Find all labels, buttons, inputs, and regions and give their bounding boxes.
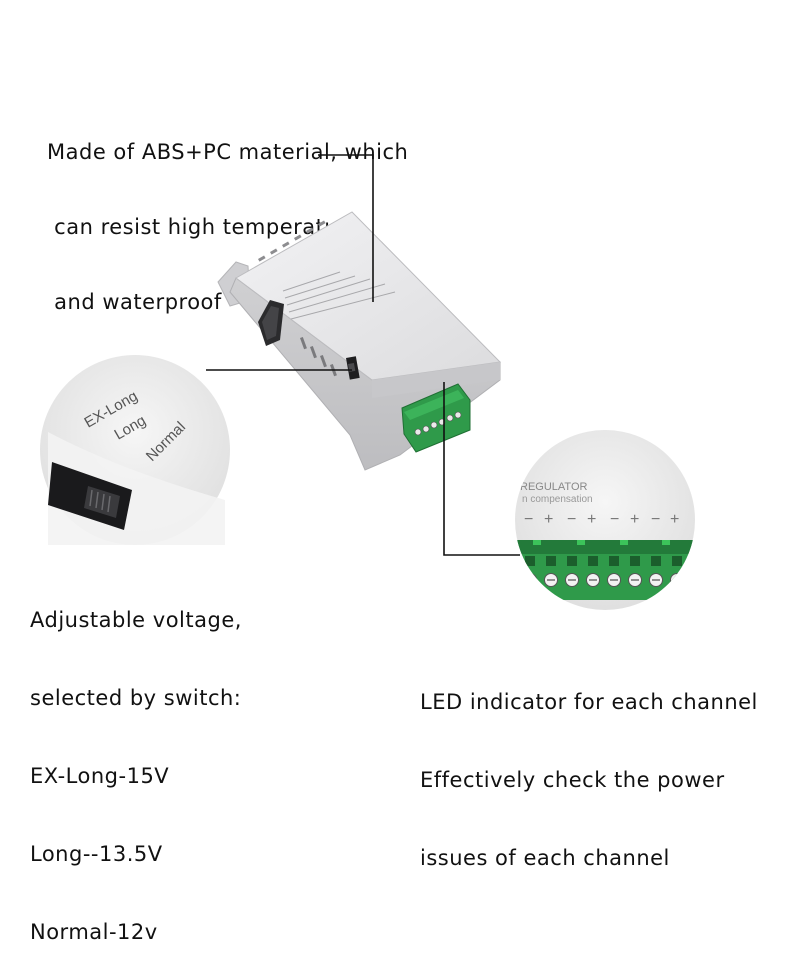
- polarity-mark: −: [610, 511, 619, 528]
- voltage-caption-line: Adjustable voltage,: [30, 608, 242, 632]
- led-indicator: [577, 540, 585, 545]
- voltage-caption-line: Long--13.5V: [30, 842, 163, 866]
- material-leader-line: [318, 154, 374, 302]
- material-caption-line: and waterproof: [47, 290, 222, 314]
- led-caption-line: issues of each channel: [420, 846, 670, 870]
- led-indicators: [533, 540, 670, 545]
- voltage-caption-line: EX-Long-15V: [30, 764, 170, 788]
- polarity-mark: +: [544, 511, 553, 528]
- leader-lines: [206, 154, 520, 556]
- led-indicator: [662, 540, 670, 545]
- polarity-mark: +: [630, 511, 639, 528]
- polarity-mark: −: [567, 511, 576, 528]
- polarity-mark: +: [587, 511, 596, 528]
- compensation-label: n compensation: [522, 494, 593, 505]
- slide-switch: [48, 462, 132, 530]
- power-supply-unit: [217, 211, 502, 471]
- material-caption: Made of ABS+PC material, which can resis…: [47, 90, 408, 340]
- regulator-label: REGULATOR: [520, 481, 587, 493]
- terminal-zoom-view: REGULATOR n compensation − + − + − + − +: [515, 430, 695, 610]
- ac-inlet-socket: [258, 300, 284, 346]
- led-leader-line: [443, 382, 520, 556]
- led-caption-line: Effectively check the power: [420, 768, 725, 792]
- material-caption-line: can resist high temperature: [47, 215, 361, 239]
- led-indicator: [533, 540, 541, 545]
- vent-slots: [258, 220, 326, 262]
- led-caption-line: LED indicator for each channel: [420, 690, 758, 714]
- led-indicator: [620, 540, 628, 545]
- polarity-mark: +: [670, 511, 679, 528]
- polarity-mark: −: [524, 511, 533, 528]
- voltage-caption-line: selected by switch:: [30, 686, 242, 710]
- voltage-caption-line: Normal-12v: [30, 920, 158, 944]
- product-illustration: EX-Long Long Normal REGULATOR n compensa…: [40, 154, 695, 610]
- terminal-block: [401, 383, 471, 453]
- switch-zoom-view: EX-Long Long Normal: [40, 355, 230, 545]
- product-label-printing: [282, 271, 396, 320]
- polarity-mark: −: [651, 511, 660, 528]
- material-caption-line: Made of ABS+PC material, which: [47, 140, 409, 164]
